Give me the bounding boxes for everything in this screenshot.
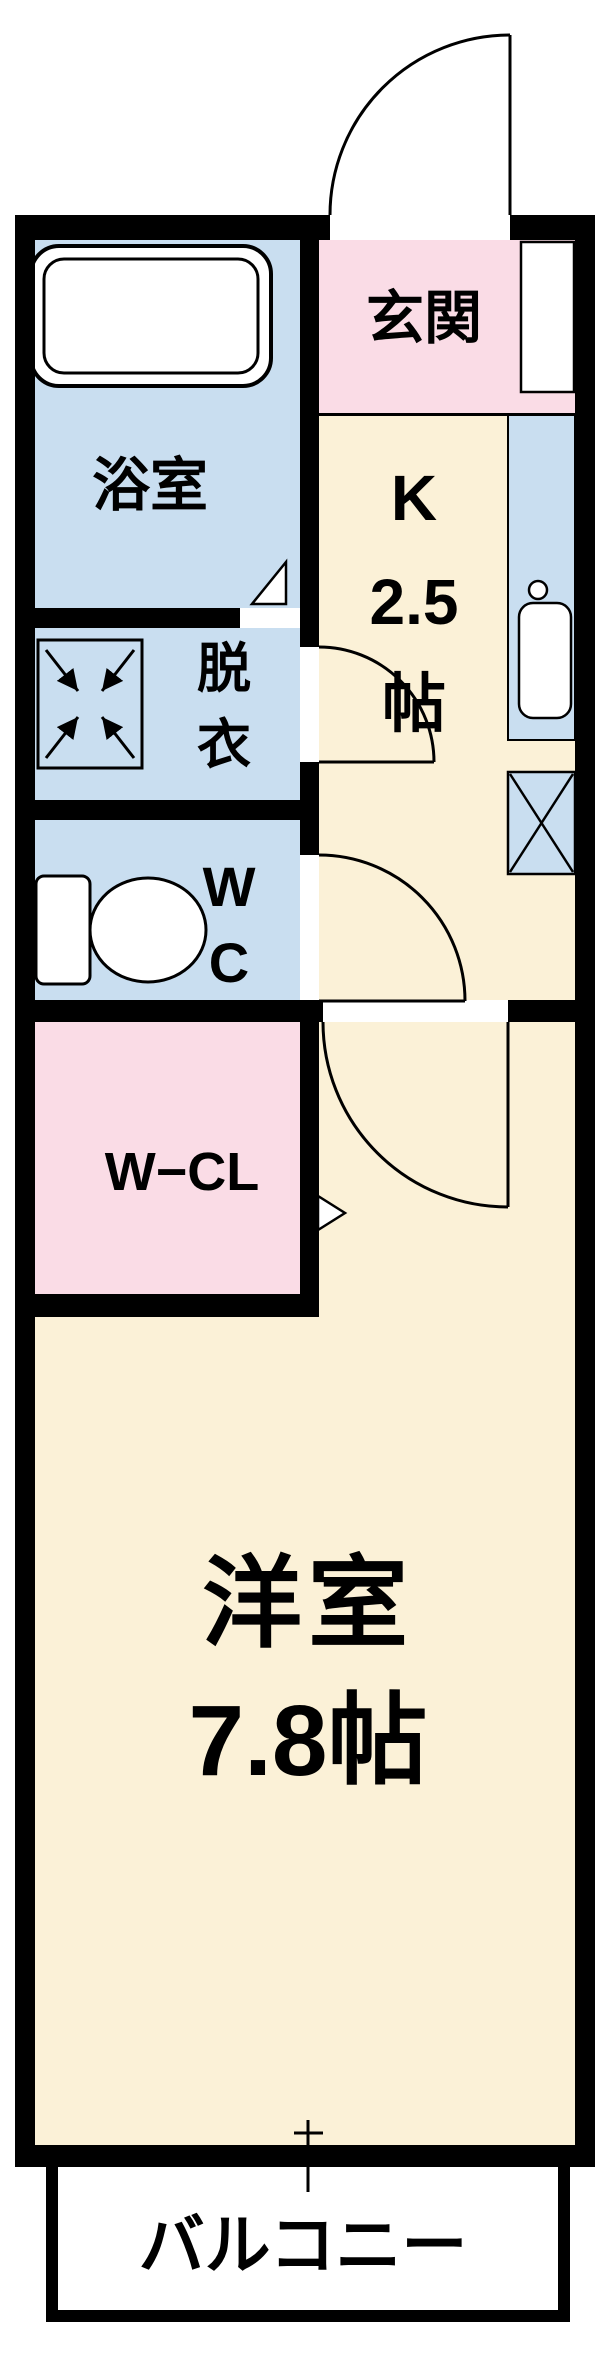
kitchen-counter [507, 414, 576, 741]
wc-label-bottom: C [209, 931, 249, 994]
wall-dressing-wc [35, 800, 300, 820]
kitchen-label-unit: 帖 [382, 668, 446, 740]
door-swing-marker-icon [316, 1193, 348, 1233]
wc-door [318, 853, 467, 1003]
wall-mid-upper [300, 240, 319, 647]
room-wcl-fill [35, 1022, 300, 1294]
wall-bathroom-dressing [35, 608, 240, 628]
dressing-door [318, 645, 436, 764]
western-room-door-arc [321, 1021, 509, 1209]
window-center-mark [294, 2120, 323, 2192]
wc-doorway [300, 855, 319, 1001]
entrance-door [328, 33, 512, 216]
western-room-label: 洋室 [202, 1548, 414, 1660]
room-labels: 玄関 浴室 K 2.5 帖 脱 衣 W C W−CL 洋室 7.8帖 バルコニー [92, 286, 482, 2282]
wall-mid-center [300, 762, 319, 855]
entrance-doorway [330, 215, 510, 240]
genkan-label: 玄関 [366, 286, 482, 351]
kitchen-sink-icon [517, 601, 573, 720]
dressing-doorway [300, 647, 319, 762]
wall-wc-wcl [35, 1000, 323, 1022]
wc-label-top: W [203, 855, 256, 918]
bathroom-door-marker-icon [249, 558, 288, 606]
bathroom-label: 浴室 [92, 453, 208, 518]
dressing-label-top: 脱 [197, 639, 251, 699]
dressing-door-arc [318, 645, 436, 763]
wall-top-left [15, 215, 330, 240]
wcl-label: W−CL [105, 1142, 260, 1202]
refrigerator-space-icon [506, 770, 577, 876]
wc-door-arc [318, 853, 467, 1002]
kitchen-doorway [323, 1000, 508, 1022]
bathroom-doorway [240, 608, 300, 628]
western-room-size-label: 7.8帖 [188, 1685, 427, 1797]
wall-kitchen-western [508, 1000, 575, 1022]
washing-machine-pan-icon [36, 638, 144, 770]
shoe-cabinet [519, 240, 576, 394]
balcony-wall-bottom [46, 2310, 570, 2322]
room-dressing-fill [35, 628, 300, 800]
western-room-door [316, 1021, 510, 1233]
faucet-icon [527, 579, 549, 601]
toilet-icon [34, 874, 208, 986]
entrance-door-arc [328, 33, 511, 216]
dressing-label-bottom: 衣 [197, 715, 251, 775]
kitchen-label-size: 2.5 [370, 566, 459, 638]
wall-right [575, 215, 595, 2167]
balcony-wall-left [46, 2167, 58, 2322]
doorway-gaps [240, 215, 510, 1022]
bathtub-icon [29, 244, 273, 388]
wall-wcl-bottom [15, 1294, 319, 1317]
balcony-label: バルコニー [139, 2208, 468, 2282]
genkan-step-line [319, 413, 575, 416]
wall-left [15, 215, 35, 2167]
walls [15, 215, 595, 2322]
wall-mid-lower [300, 1001, 319, 1317]
kitchen-label-k: K [391, 462, 437, 534]
balcony-wall-right [558, 2167, 570, 2322]
wall-bottom [15, 2145, 595, 2167]
